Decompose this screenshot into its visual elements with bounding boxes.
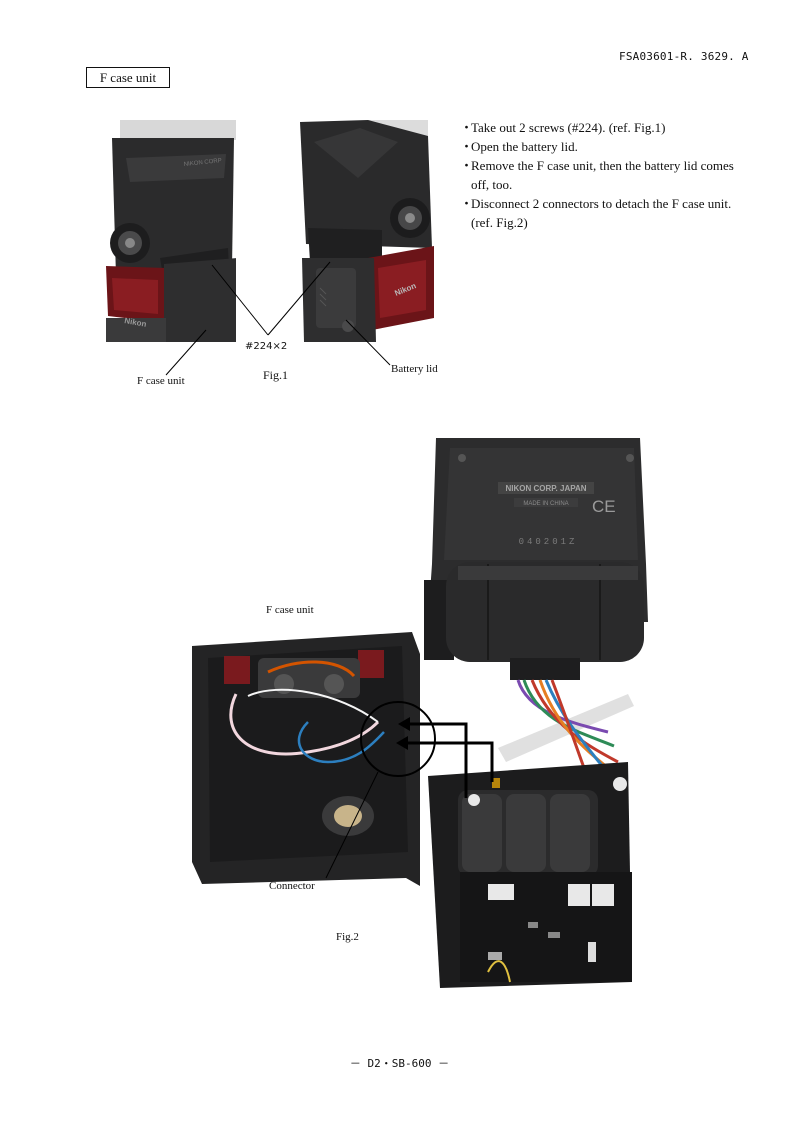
step-3: ・Remove the F case unit, then the batter…: [460, 158, 734, 192]
fig2-f-case-label: F case unit: [266, 604, 314, 616]
fig2-caption: Fig.2: [336, 931, 359, 943]
connector-arrow-2: [404, 741, 494, 782]
document-id: FSA03601-R. 3629. A: [619, 50, 749, 63]
section-title: F case unit: [86, 67, 170, 88]
battery-lid-leader-line: [345, 319, 391, 366]
screw-leader-line-1: [211, 264, 269, 336]
battery-lid-label: Battery lid: [391, 363, 438, 375]
svg-text:NIKON CORP: NIKON CORP: [184, 158, 222, 168]
fig1-photo-back: Nikon: [298, 118, 434, 342]
logo-text: Nikon: [124, 316, 148, 329]
arrow-head-2: [396, 736, 408, 750]
fig1-photo-front: NIKON CORP Nikon: [106, 118, 236, 342]
arrow-head-1: [398, 717, 410, 731]
fig1-caption: Fig.1: [263, 368, 289, 382]
nameplate-line2: MADE IN CHINA: [523, 501, 568, 507]
connector-label: Connector: [269, 880, 315, 892]
screw-leader-line-2: [267, 261, 331, 336]
bullet: ・: [460, 120, 474, 135]
bullet: ・: [460, 139, 474, 154]
connector-leader-line: [325, 771, 379, 879]
nameplate-line1: NIKON CORP. JAPAN: [505, 484, 586, 493]
fig1-f-case-label: F case unit: [137, 375, 185, 387]
screw-label: #224×2: [245, 341, 288, 352]
page-footer: － D2・SB-600 －: [349, 1057, 450, 1070]
step-1: ・Take out 2 screws (#224). (ref. Fig.1): [460, 120, 666, 135]
step-4: ・Disconnect 2 connectors to detach the F…: [460, 196, 732, 230]
ce-mark: CE: [592, 497, 616, 516]
bullet: ・: [460, 196, 474, 211]
instruction-list: ・Take out 2 screws (#224). (ref. Fig.1) …: [460, 118, 740, 232]
connector-arrow-1: [406, 722, 468, 798]
bullet: ・: [460, 158, 474, 173]
step-2: ・Open the battery lid.: [460, 139, 578, 154]
serial-number: 040201Z: [519, 537, 578, 547]
f-case-leader-line: [165, 329, 207, 376]
connector-highlight-circle: [360, 701, 436, 777]
